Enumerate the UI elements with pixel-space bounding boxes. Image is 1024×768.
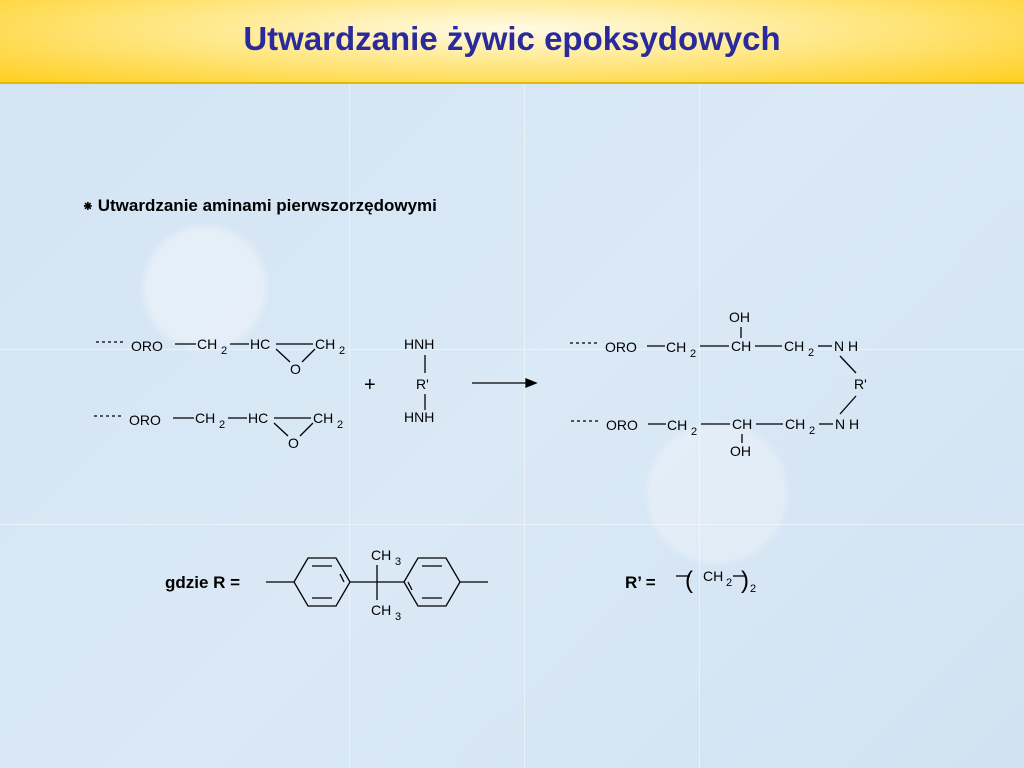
subscript-label: 2 [221,345,227,357]
paren-close: ) [741,567,749,594]
reactant-epoxy-top: ORO CH 2 HC CH 2 O [96,336,345,377]
oh-label: OH [730,443,751,459]
hnh-label: HNH [404,336,434,352]
rprime-label: R' [416,376,429,392]
ch2-label: CH [195,410,215,426]
bullet-icon: ⁕ [82,198,94,214]
subscript-label: 3 [395,556,401,568]
grid-line [0,349,1024,350]
hydrogen-label: H [848,338,858,354]
subscript-label: 2 [690,348,696,360]
slide-background [0,82,1024,768]
oxygen-label: O [288,435,299,451]
ch3-label: CH [371,602,391,618]
subtitle-text: Utwardzanie aminami pierwszorzędowymi [97,196,437,215]
product-top: ORO CH 2 CH OH CH 2 N H [570,309,858,374]
ch-label: CH [731,338,751,354]
grid-line [0,524,1024,525]
oro-label: ORO [606,417,638,433]
hc-label: HC [250,336,270,352]
ch2-label: CH [784,338,804,354]
subscript-label: 2 [726,577,732,589]
hc-label: HC [248,410,268,426]
oxygen-label: O [290,361,301,377]
nitrogen-label: N [835,416,845,432]
hnh-label: HNH [404,409,434,425]
paren-open: ( [685,567,693,594]
reactant-diamine: HNH R' HNH [404,336,434,425]
oro-label: ORO [605,339,637,355]
subscript-label: 2 [691,426,697,438]
oro-label: ORO [131,338,163,354]
grid-line [524,82,525,768]
reactant-epoxy-bottom: ORO CH 2 HC CH 2 O [94,410,343,451]
subscript-label: 2 [339,345,345,357]
subscript-label: 2 [337,419,343,431]
grid-line [349,82,350,768]
ch2-label: CH [703,568,723,584]
rprime-label: R' [854,376,867,392]
ch2-label: CH [785,416,805,432]
ch2-label: CH [666,339,686,355]
rprime-definition: R’ = ( CH 2 ) 2 [625,567,756,595]
nitrogen-label: N [834,338,844,354]
subscript-label: 2 [809,425,815,437]
subtitle: ⁕Utwardzanie aminami pierwszorzędowymi [82,196,437,216]
grid-line [699,82,700,768]
oro-label: ORO [129,412,161,428]
slide-title: Utwardzanie żywic epoksydowych [243,20,781,57]
plus-sign: + [364,374,376,396]
ch2-label: CH [197,336,217,352]
subscript-label: 3 [395,611,401,623]
r-definition: gdzie R = CH 3 CH 3 [165,547,488,623]
ch2-label: CH [667,417,687,433]
ch3-label: CH [371,547,391,563]
title-bar: Utwardzanie żywic epoksydowych [0,0,1024,84]
subscript-label: 2 [219,419,225,431]
ch2-label: CH [315,336,335,352]
ch-label: CH [732,416,752,432]
ch2-label: CH [313,410,333,426]
product-bottom: ORO CH 2 CH OH CH 2 N H [571,395,859,459]
rprime-definition-label: R’ = [625,573,656,592]
oh-label: OH [729,309,750,325]
r-definition-label: gdzie R = [165,573,240,592]
subscript-label: 2 [808,347,814,359]
subscript-label: 2 [750,583,756,595]
hydrogen-label: H [849,416,859,432]
reaction-arrow [472,378,538,388]
